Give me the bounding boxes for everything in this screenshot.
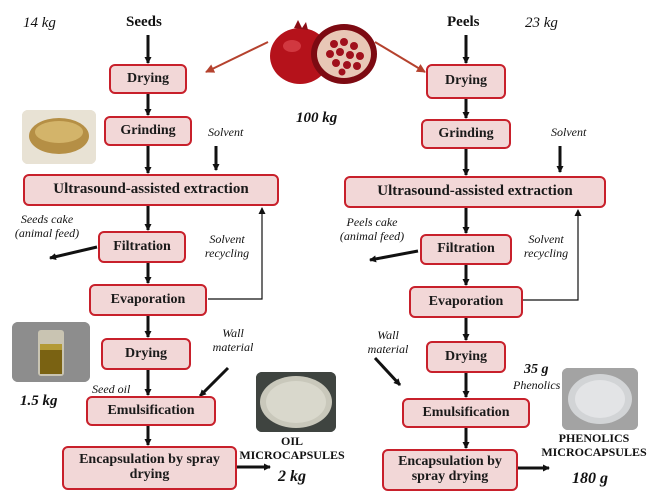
peels-cake-label: Peels cake (animal feed) xyxy=(339,215,405,244)
peels-drying2-step: Drying xyxy=(426,341,506,373)
seeds-mass: 14 kg xyxy=(23,15,56,31)
source-mass: 100 kg xyxy=(296,110,338,126)
seeds-header: Seeds xyxy=(126,14,162,30)
phenolics-microcapsules-mass: 180 g xyxy=(572,470,608,487)
seed-oil-label: Seed oil xyxy=(92,382,131,396)
peels-grinding-step: Grinding xyxy=(421,119,511,149)
seed-oil-vial-photo xyxy=(12,322,90,382)
source-to-peels-arrow xyxy=(374,41,426,73)
peels-emulsification-step: Emulsification xyxy=(402,398,530,428)
seeds-photo xyxy=(22,110,96,164)
seeds-extraction-step: Ultrasound-assisted extraction xyxy=(23,174,279,206)
oil-microcapsules-label: OIL MICROCAPSULES xyxy=(239,434,345,462)
peels-wall-material-label: Wall material xyxy=(367,328,409,357)
seeds-encapsulation-step: Encapsulation by spray drying xyxy=(62,446,237,490)
peels-header: Peels xyxy=(447,14,480,30)
peels-drying-step: Drying xyxy=(426,64,506,99)
peels-extraction-step: Ultrasound-assisted extraction xyxy=(344,176,606,208)
seeds-cake-label: Seeds cake (animal feed) xyxy=(14,212,80,241)
pomegranate-image xyxy=(262,4,380,90)
phenolics-mass: 35 g xyxy=(524,362,549,377)
peels-recycling-label: Solvent recycling xyxy=(523,232,569,261)
peels-evaporation-step: Evaporation xyxy=(409,286,523,318)
seeds-recycling-label: Solvent recycling xyxy=(204,232,250,261)
seeds-emulsification-step: Emulsification xyxy=(86,396,216,426)
seeds-evaporation-step: Evaporation xyxy=(89,284,207,316)
peels-filtration-step: Filtration xyxy=(420,234,512,265)
seed-oil-mass: 1.5 kg xyxy=(20,393,58,409)
seeds-filtration-step: Filtration xyxy=(98,231,186,263)
seeds-solvent-label: Solvent xyxy=(208,125,244,139)
seeds-wall-material-label: Wall material xyxy=(212,326,254,355)
seeds-drying-step: Drying xyxy=(109,64,187,94)
peels-encapsulation-step: Encapsulation by spray drying xyxy=(382,449,518,491)
phenolics-label: Phenolics xyxy=(513,378,561,392)
oil-microcapsules-photo xyxy=(256,372,336,432)
seeds-grinding-step: Grinding xyxy=(104,116,192,146)
phenolics-microcapsules-label: PHENOLICS MICROCAPSULES xyxy=(541,431,647,459)
oil-microcapsules-mass: 2 kg xyxy=(278,468,306,485)
seeds-drying2-step: Drying xyxy=(101,338,191,370)
phenolics-microcapsules-photo xyxy=(562,368,638,430)
source-to-seeds-arrow xyxy=(205,41,269,73)
peels-mass: 23 kg xyxy=(525,15,558,31)
peels-solvent-label: Solvent xyxy=(551,125,587,139)
